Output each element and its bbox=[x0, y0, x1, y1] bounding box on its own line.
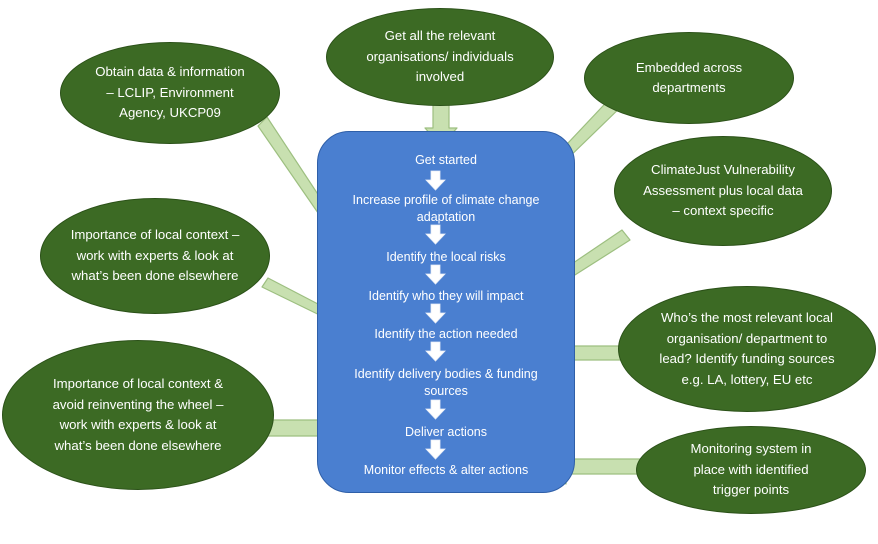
note-get-organisations: Get all the relevant organisations/ indi… bbox=[326, 8, 554, 106]
note-local-context-experts: Importance of local context – work with … bbox=[40, 198, 270, 314]
note-obtain-data: Obtain data & information – LCLIP, Envir… bbox=[60, 42, 280, 144]
note-climatejust: ClimateJust Vulnerability Assessment plu… bbox=[614, 136, 832, 246]
step-arrow-6 bbox=[425, 399, 446, 420]
note-embedded: Embedded across departments bbox=[584, 32, 794, 124]
note-avoid-reinventing: Importance of local context & avoid rein… bbox=[2, 340, 274, 490]
note-avoid-reinventing-text: Importance of local context & avoid rein… bbox=[52, 376, 224, 453]
note-get-organisations-text: Get all the relevant organisations/ indi… bbox=[366, 28, 514, 85]
note-local-context-experts-text: Importance of local context – work with … bbox=[70, 227, 240, 284]
step-arrow-7 bbox=[425, 439, 446, 460]
note-monitoring-system-text: Monitoring system in place with identifi… bbox=[690, 441, 812, 498]
step-increase-profile: Increase profile of climate change adapt… bbox=[352, 193, 540, 224]
step-arrow-4 bbox=[425, 303, 446, 324]
step-identify-risks: Identify the local risks bbox=[386, 250, 506, 264]
note-climatejust-text: ClimateJust Vulnerability Assessment plu… bbox=[643, 162, 803, 219]
step-deliver-actions: Deliver actions bbox=[405, 425, 487, 439]
step-monitor-effects: Monitor effects & alter actions bbox=[363, 463, 529, 477]
step-arrow-5 bbox=[425, 341, 446, 362]
note-embedded-text: Embedded across departments bbox=[635, 59, 743, 96]
step-arrow-3 bbox=[425, 264, 446, 285]
note-lead-organisation-text: Who’s the most relevant local organisati… bbox=[659, 310, 835, 387]
step-delivery-bodies: Identify delivery bodies & funding sourc… bbox=[354, 367, 538, 398]
step-identify-action: Identify the action needed bbox=[374, 327, 518, 341]
step-identify-impact: Identify who they will impact bbox=[368, 289, 524, 303]
step-arrow-2 bbox=[425, 224, 446, 245]
step-arrow-1 bbox=[425, 170, 446, 191]
step-get-started: Get started bbox=[415, 153, 477, 167]
process-box bbox=[317, 131, 575, 493]
note-obtain-data-text: Obtain data & information – LCLIP, Envir… bbox=[95, 64, 245, 121]
note-monitoring-system: Monitoring system in place with identifi… bbox=[636, 426, 866, 514]
note-lead-organisation: Who’s the most relevant local organisati… bbox=[618, 286, 876, 412]
